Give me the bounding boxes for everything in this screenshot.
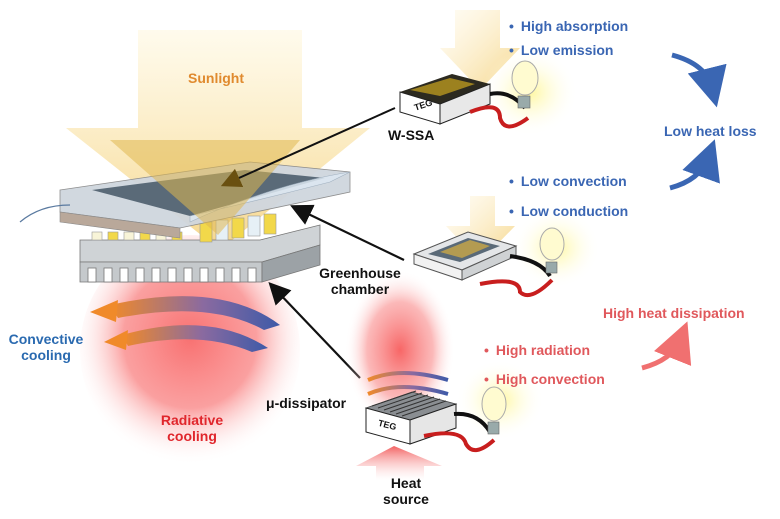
wssa-pointer — [220, 107, 396, 188]
high-heat-dissipation-arrow — [641, 321, 692, 371]
lightbulb-icon — [511, 60, 539, 109]
greenhouse-label: Greenhouse chamber — [316, 265, 404, 297]
greenhouse-module — [412, 196, 600, 297]
low-heat-loss-arrow-up — [669, 139, 720, 191]
greenhouse-pointer — [290, 204, 405, 261]
convective-arrowhead-2 — [104, 330, 128, 350]
radiative-label-line1: Radiative — [160, 412, 224, 428]
sunlight-label: Sunlight — [188, 70, 244, 86]
lightbulb-icon — [539, 227, 565, 274]
low-heat-loss-arrow-down — [671, 52, 727, 108]
greenhouse-label-line1: Greenhouse — [319, 265, 401, 281]
greenhouse-label-line2: chamber — [330, 281, 390, 298]
high-heat-dissipation-label: High heat dissipation — [603, 305, 745, 321]
dissipator-property: High convection — [484, 371, 605, 387]
convective-label-line2: cooling — [21, 347, 71, 364]
heat-source-label-line2: source — [383, 491, 429, 508]
wssa-module — [399, 10, 578, 136]
heat-sink-fins — [87, 267, 257, 283]
dissipator-property: High radiation — [484, 342, 590, 358]
radiative-label-line2: cooling — [167, 428, 217, 445]
heat-source-label-line1: Heat — [390, 475, 422, 491]
chamber-property: Low conduction — [509, 203, 628, 219]
convective-label-line1: Convective — [8, 331, 84, 347]
convective-arrows — [90, 296, 280, 352]
dissipator-module — [345, 270, 544, 480]
radiative-cooling-label: Radiative cooling — [152, 412, 232, 444]
heat-source-arrow — [356, 446, 442, 480]
convective-arrowhead-1 — [90, 300, 118, 322]
radiative-glow — [80, 235, 300, 465]
absorber-property: Low emission — [509, 42, 614, 58]
chamber-property: Low convection — [509, 173, 627, 189]
dissipator-label: μ-dissipator — [266, 395, 347, 411]
lightbulb-icon — [481, 386, 507, 435]
absorber-property: High absorption — [509, 18, 628, 34]
main-device — [19, 140, 351, 283]
wssa-label: W-SSA — [388, 127, 435, 143]
heat-source-label: Heat source — [366, 475, 446, 507]
convective-cooling-label: Convective cooling — [2, 331, 90, 363]
low-heat-loss-label: Low heat loss — [664, 123, 757, 139]
